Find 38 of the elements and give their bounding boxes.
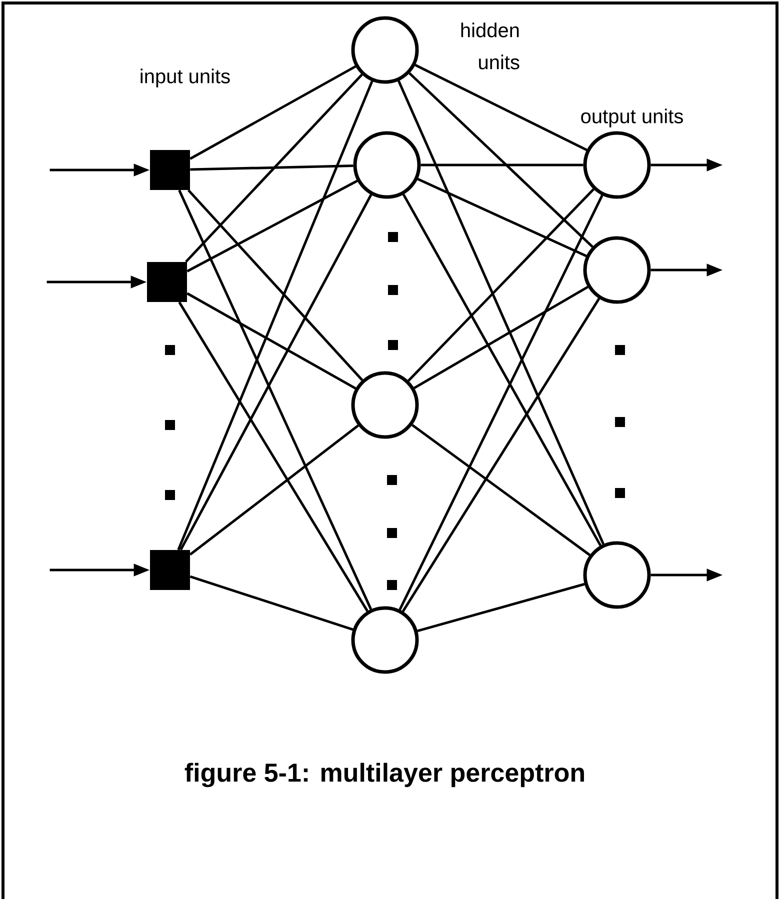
connection-line [420, 164, 584, 166]
layer-label: input units [140, 68, 230, 88]
connection-line [411, 424, 591, 556]
connection-line [414, 286, 588, 390]
connection-line [180, 194, 372, 550]
circle-unit [353, 131, 421, 199]
connection-line [190, 575, 354, 631]
connection-line [186, 292, 356, 390]
layer-label: output units [581, 108, 683, 128]
connection-line [186, 180, 358, 272]
connection-line [414, 64, 588, 152]
connection-line [402, 298, 600, 612]
connection-line [417, 178, 587, 258]
connection-line [408, 188, 594, 382]
square-unit [147, 262, 187, 302]
connection-line [398, 194, 604, 610]
square-unit [150, 550, 190, 590]
connection-line [402, 194, 602, 546]
connection-line [188, 189, 364, 381]
connection-line [177, 80, 374, 550]
layer-label: hidden units [461, 22, 520, 70]
connection-line [178, 302, 369, 612]
connection-line [178, 190, 372, 610]
figure-caption: figure 5-1: multilayer perceptron [184, 762, 584, 788]
connection-line [189, 424, 359, 556]
circle-unit [351, 16, 419, 84]
connection-line [408, 72, 594, 248]
connection-line [417, 582, 585, 632]
circle-unit [583, 236, 651, 304]
circle-unit [351, 606, 419, 674]
connection-line [398, 80, 604, 545]
circle-unit [583, 541, 651, 609]
circle-unit [351, 371, 419, 439]
connection-line [190, 164, 354, 171]
square-unit [150, 150, 190, 190]
connection-line [190, 65, 356, 160]
connection-line [185, 74, 363, 263]
circle-unit [583, 131, 651, 199]
